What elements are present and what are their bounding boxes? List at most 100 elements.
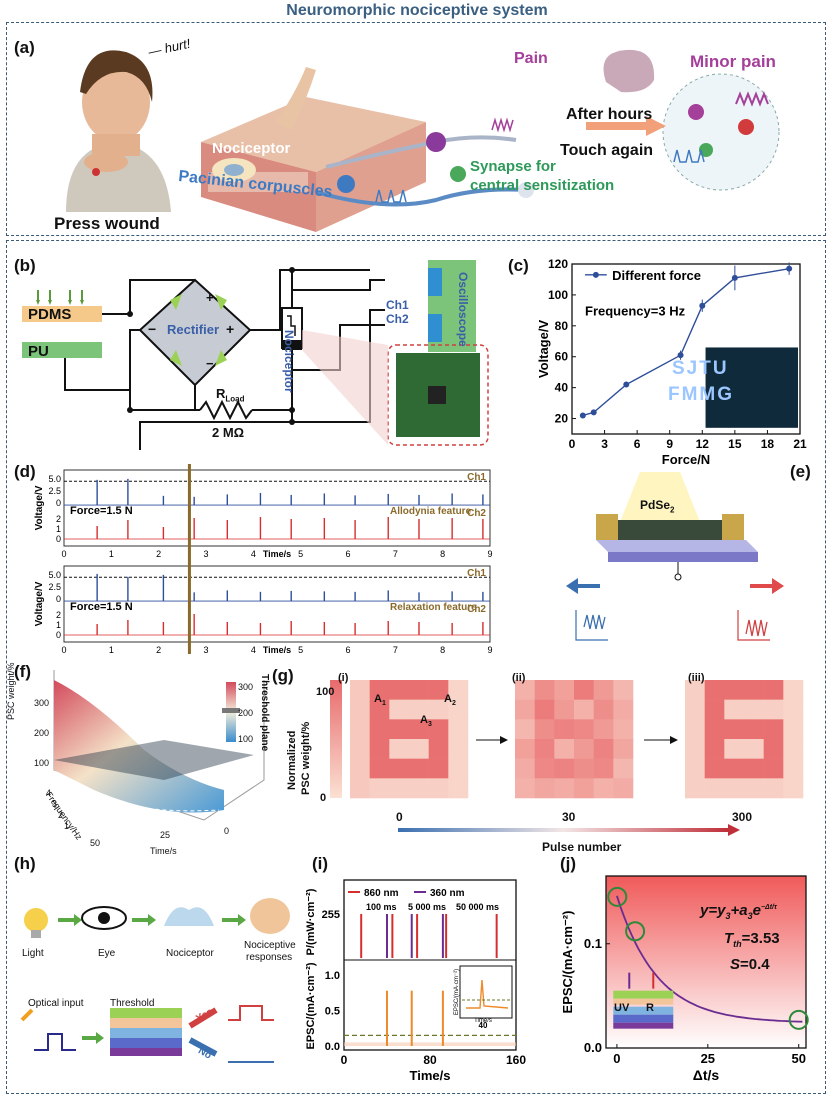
- panel-f-cbar-300: 300: [238, 682, 254, 692]
- j-ytick-label: 0.1: [584, 936, 602, 951]
- g-pulse-bar: [398, 828, 728, 832]
- j-device-layer: [613, 990, 674, 999]
- d-bottom-xtick-label: 3: [203, 645, 208, 655]
- d-top-ytick-top: 2.5: [48, 486, 61, 496]
- g-arrowhead-2: [670, 736, 678, 744]
- g-heatmap-cell: [369, 699, 390, 720]
- g-heatmap-cell: [574, 680, 594, 700]
- i-bottom-tick: 0.5: [325, 1006, 340, 1018]
- i-bottom-ylabel: EPSC/(mA·cm⁻²): [305, 962, 317, 1049]
- g-heatmap-cell: [724, 739, 745, 759]
- i-inset-tick: 40: [479, 1021, 488, 1030]
- i-top-tick: 255: [322, 909, 340, 921]
- g-heatmap-cell: [515, 758, 535, 779]
- d-bottom-xtick-label: 0: [61, 645, 66, 655]
- panel-g-heatmaps: [330, 680, 804, 836]
- c-point: [623, 381, 630, 388]
- i-xlabel: Time/s: [410, 1068, 451, 1083]
- d-top-feature: Allodynia feature: [390, 506, 472, 517]
- panel-g-a2: A2: [444, 693, 456, 707]
- g-heatmap-cell: [783, 680, 804, 700]
- panel-a-frame: [6, 22, 826, 236]
- panel-f-freq-1: 1: [64, 821, 70, 831]
- panel-j-s: S=0.4: [730, 956, 770, 973]
- g-heatmap-cell: [593, 778, 614, 799]
- g-heatmap-cell: [763, 739, 784, 759]
- d-bottom-force: Force=1.5 N: [70, 601, 133, 613]
- d-top-ytick-top: 0: [56, 498, 61, 508]
- g-heatmap-cell: [448, 699, 469, 720]
- panel-f-freq-3: 3: [52, 799, 58, 809]
- panel-f-freq-4: 4: [46, 788, 52, 798]
- synapse-label-2: central sensitization: [470, 177, 615, 194]
- panel-b-label: (b): [14, 256, 36, 275]
- panel-c-inset-text-1: SJTU: [672, 358, 729, 379]
- rectifier-plus-top: +: [206, 290, 214, 305]
- g-heatmap-cell: [428, 758, 449, 779]
- g-heatmap-cell: [783, 699, 804, 720]
- g-heatmap-cell: [724, 758, 745, 779]
- d-top-xtick-label: 3: [203, 549, 208, 559]
- s-label: S: [730, 956, 741, 973]
- j-point: [607, 886, 628, 907]
- g-heatmap-cell: [704, 680, 725, 700]
- g-heatmap-cell: [613, 778, 634, 799]
- g-heatmap-cell: [763, 778, 784, 799]
- c-xtick-label: 3: [601, 437, 608, 451]
- pdse2-text: PdSe: [640, 498, 671, 512]
- h-optical-input-label: Optical input: [28, 998, 84, 1009]
- c-xtick-label: 15: [728, 437, 742, 451]
- c-point: [699, 302, 706, 309]
- g-heatmap-cell: [350, 778, 370, 799]
- g-heatmap-cell: [613, 680, 634, 700]
- panel-h-schematic: [20, 898, 290, 1063]
- g-heatmap-cell: [744, 699, 764, 720]
- d-top-xtick-label: 8: [440, 549, 445, 559]
- nociceptor-label-b: Nociceptor: [282, 330, 296, 393]
- panel-e-label: (e): [790, 462, 811, 481]
- d-top-force: Force=1.5 N: [70, 505, 133, 517]
- h-nociceptor-label: Nociceptor: [166, 948, 214, 959]
- g-heatmap-cell: [704, 778, 725, 799]
- pain-label: Pain: [514, 50, 548, 67]
- d-top-ytick-bottom: 2: [56, 514, 61, 524]
- d-bottom-xtick-label: 5: [298, 645, 303, 655]
- g-heatmap-cell: [448, 719, 469, 740]
- g-heatmap-cell: [369, 778, 390, 799]
- panel-g-sub-ii: (ii): [512, 672, 526, 684]
- g-heatmap-cell: [534, 680, 555, 700]
- g-heatmap-cell: [744, 680, 764, 700]
- g-heatmap-cell: [593, 758, 614, 779]
- g-heatmap-cell: [704, 719, 725, 740]
- g-heatmap-cell: [724, 680, 745, 700]
- after-hours-label: After hours: [566, 106, 653, 123]
- eq-y3-sub: 3: [725, 911, 731, 921]
- g-heatmap-cell: [704, 739, 725, 759]
- d-bottom-xtick-label: 9: [487, 645, 492, 655]
- d-bottom-ch2-label: Ch2: [467, 604, 486, 615]
- g-heatmap-cell: [783, 778, 804, 799]
- tth-sub: th: [733, 939, 742, 949]
- g-heatmap-cell: [744, 739, 764, 759]
- g-heatmap-cell: [428, 719, 449, 740]
- panels-b-j-frame: [6, 240, 826, 1094]
- g-heatmap-cell: [428, 680, 449, 700]
- tth-label: T: [724, 930, 734, 947]
- c-xtick-label: 12: [696, 437, 710, 451]
- g-heatmap-cell: [685, 778, 705, 799]
- c-xtick-label: 21: [793, 437, 807, 451]
- panel-c-inset-text-2: FMMG: [668, 384, 735, 405]
- panel-f-label: (f): [14, 662, 31, 681]
- panel-f-time-0: 0: [224, 826, 230, 836]
- g-heatmap-cell: [554, 719, 575, 740]
- g-heatmap-cell: [685, 680, 705, 700]
- d-bottom-xtick-label: 7: [393, 645, 398, 655]
- g-heatmap-cell: [369, 739, 390, 759]
- panel-e-device: [566, 472, 784, 641]
- g-heatmap-cell: [574, 739, 594, 759]
- g-heatmap-cell: [593, 719, 614, 740]
- g-heatmap-cell: [428, 778, 449, 799]
- panel-f-cbar-100: 100: [238, 734, 254, 744]
- d-bottom-ylabel: Voltage/V: [34, 581, 45, 626]
